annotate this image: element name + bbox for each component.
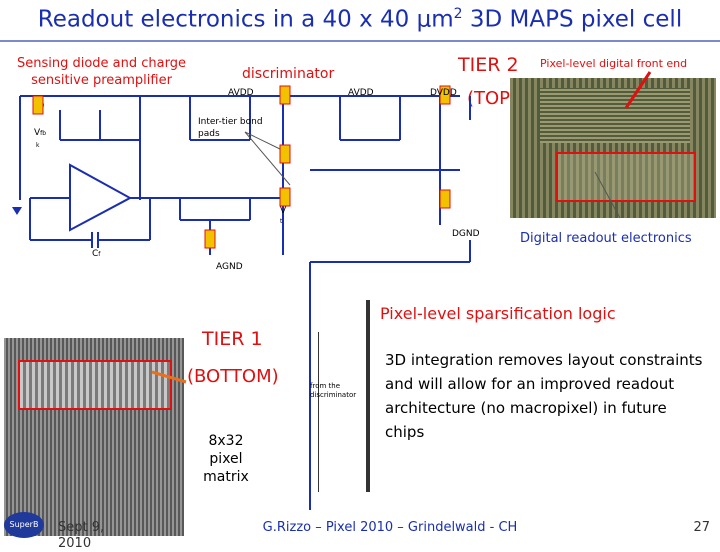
- vt-subscript: t: [280, 218, 283, 225]
- title-text-1: Readout electronics in a 40 x 40: [37, 6, 417, 33]
- circuit-schematic: [12, 85, 471, 510]
- inter-tier-label: Inter-tier bond pads: [198, 117, 263, 139]
- cf-text: C: [92, 249, 99, 259]
- matrix-label: 8x32 pixel matrix: [203, 433, 249, 485]
- page-number: 27: [693, 520, 710, 535]
- bottom-label: (BOTTOM): [187, 366, 279, 387]
- diagram-box: [366, 300, 370, 492]
- title-text-2: 3D MAPS pixel cell: [462, 6, 683, 33]
- title-superscript: 2: [453, 6, 463, 22]
- pixel-digital-front-label: Pixel-level digital front end: [540, 57, 688, 70]
- chip-upper-block: [540, 88, 690, 143]
- vt-text: V: [280, 206, 287, 216]
- sparsification-label: Pixel-level sparsification logic: [380, 304, 616, 323]
- sensing-diode-label: Sensing diode and charge sensitive pream…: [16, 56, 186, 88]
- tier1-chip-image: [4, 338, 184, 536]
- superb-logo: SuperB: [4, 512, 44, 538]
- tier2-chip-image: [510, 78, 716, 218]
- vfb-text: V: [34, 128, 41, 138]
- chip-highlight-box: [556, 152, 696, 202]
- discriminator-label: discriminator: [242, 66, 335, 82]
- tier2-callout-arrows: [594, 71, 652, 219]
- vfb-label: Vfb: [34, 128, 46, 138]
- slide-title: Readout electronics in a 40 x 40 μm2 3D …: [0, 6, 720, 33]
- top-label: (TOP): [467, 88, 518, 109]
- dvdd-label: DVDD: [430, 88, 457, 98]
- cf-subscript: f: [98, 251, 101, 258]
- vfb-sub2: k: [36, 142, 40, 149]
- footer-date: Sept 9, 2010: [58, 520, 105, 551]
- tier2-label: TIER 2: [458, 54, 519, 76]
- agnd-label: AGND: [216, 262, 243, 272]
- logo-text: SuperB: [9, 520, 39, 529]
- integration-text: 3D integration removes layout constraint…: [385, 351, 703, 441]
- avdd-left-label: AVDD: [228, 88, 254, 98]
- tier1-label: TIER 1: [202, 328, 263, 350]
- vfb-subscript: fb: [40, 130, 47, 137]
- title-unit: μm: [416, 6, 454, 33]
- dgnd-label: DGND: [452, 229, 480, 239]
- from-discriminator-label: from the discriminator: [310, 382, 357, 399]
- title-divider: [0, 40, 720, 42]
- tier1-highlight-box: [18, 360, 172, 410]
- tier1-callout-arrow: [151, 370, 187, 384]
- sparsification-diagram: [318, 332, 371, 492]
- avdd-right-label: AVDD: [348, 88, 374, 98]
- digital-readout-label: Digital readout electronics: [520, 231, 692, 246]
- cf-label: Cf: [92, 249, 100, 259]
- footer-center: G.Rizzo – Pixel 2010 – Grindelwald - CH: [262, 520, 518, 535]
